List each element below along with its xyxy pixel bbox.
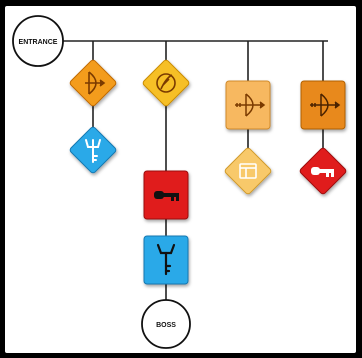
dungeon-map: ENTRANCE bbox=[5, 6, 356, 353]
feather-icon bbox=[156, 73, 176, 93]
trident-key-icon bbox=[85, 139, 101, 163]
bow-icon bbox=[85, 71, 106, 95]
horned-key-icon bbox=[156, 243, 176, 276]
entrance-node: ENTRANCE bbox=[12, 15, 64, 67]
map-icon bbox=[239, 163, 257, 179]
entrance-label: ENTRANCE bbox=[19, 39, 58, 46]
boss-label: BOSS bbox=[156, 322, 176, 329]
key-icon bbox=[154, 191, 179, 201]
bow-icon bbox=[235, 93, 266, 117]
bow-icon bbox=[310, 93, 341, 117]
map-item-room bbox=[224, 147, 272, 195]
boss-node: BOSS bbox=[141, 299, 191, 349]
dungeon-graph: ENTRANCE bbox=[12, 15, 347, 349]
key-icon bbox=[311, 167, 334, 177]
